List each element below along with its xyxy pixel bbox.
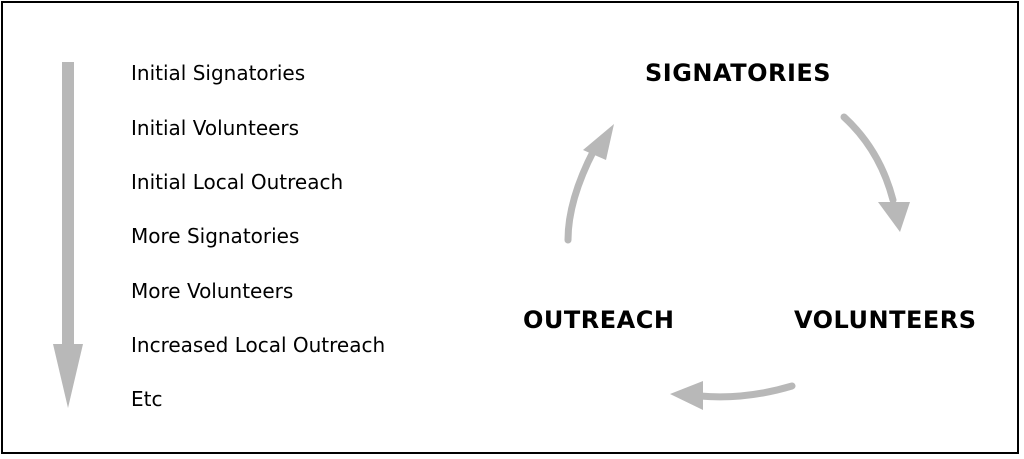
step-item: Etc: [131, 387, 163, 411]
cycle-node-signatories: SIGNATORIES: [645, 59, 832, 87]
step-item: Initial Local Outreach: [131, 170, 344, 194]
step-item: Initial Volunteers: [131, 116, 300, 140]
step-item: More Signatories: [131, 224, 300, 248]
cycle-arrow-outreach-to-signatories: [564, 124, 614, 244]
progression-arrow: [53, 62, 83, 408]
step-item: More Volunteers: [131, 279, 294, 303]
cycle-arrow-signatories-to-volunteers: [840, 113, 910, 232]
cycle-node-volunteers: VOLUNTEERS: [794, 306, 977, 334]
step-item: Initial Signatories: [131, 61, 306, 85]
cycle-node-outreach: OUTREACH: [523, 306, 675, 334]
step-item: Increased Local Outreach: [131, 333, 386, 357]
cycle-arrow-volunteers-to-outreach: [670, 381, 796, 410]
